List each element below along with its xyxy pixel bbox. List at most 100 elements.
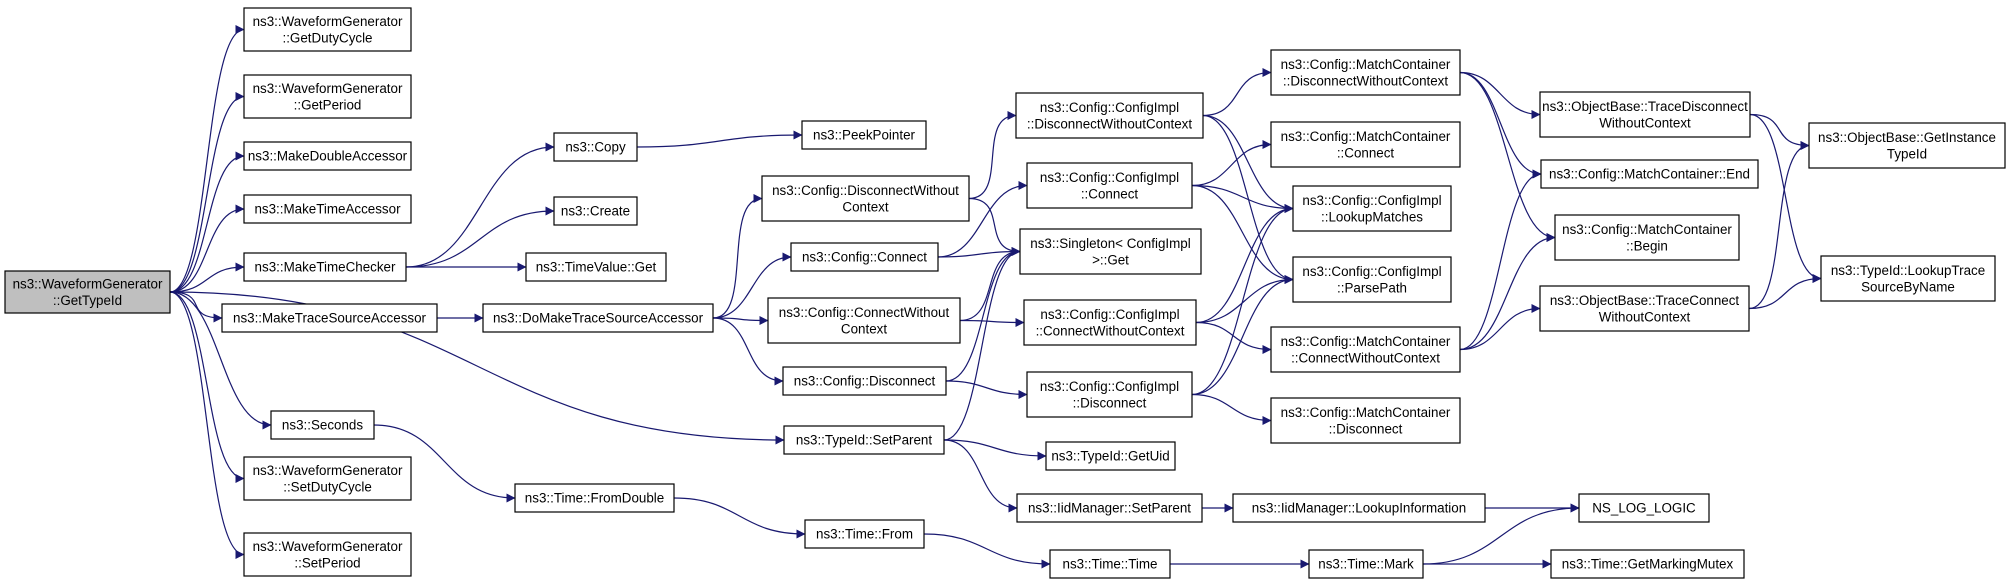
node-cfgdisconnectwoc[interactable]: ns3::Config::DisconnectWithoutContext	[761, 175, 970, 222]
node-label: ns3::WaveformGenerator	[13, 276, 163, 291]
node-maketracesourceaccessor[interactable]: ns3::MakeTraceSourceAccessor	[221, 303, 438, 333]
node-typeidgetuid[interactable]: ns3::TypeId::GetUid	[1045, 441, 1176, 471]
node-box	[243, 532, 412, 577]
node-box	[243, 194, 412, 224]
node-box	[790, 242, 939, 272]
node-singletonget[interactable]: ns3::Singleton< ConfigImpl >::Get	[1019, 228, 1202, 275]
node-label: ns3::PeekPointer	[813, 128, 916, 143]
node-label: ns3::Config::MatchContainer	[1281, 334, 1451, 349]
node-label: ::Disconnect	[1329, 421, 1403, 436]
edge-typeidsetparent-to-singletonget	[943, 247, 1021, 441]
node-mcDisconnectWoc[interactable]: ns3::Config::MatchContainer::DisconnectW…	[1270, 49, 1461, 96]
node-label: ns3::Config::ConfigImpl	[1302, 264, 1441, 279]
node-iidsetparent[interactable]: ns3::IidManager::SetParent	[1016, 493, 1203, 523]
node-label: ::Connect	[1081, 186, 1139, 201]
node-label: ns3::Config::ConfigImpl	[1040, 100, 1179, 115]
edge-implDisconnect-to-lookupmatches	[1191, 204, 1294, 396]
node-box	[1539, 285, 1750, 332]
edge-mcConnectWoc-to-obTraceConnectWoc	[1459, 304, 1541, 351]
node-parsepath[interactable]: ns3::Config::ConfigImpl::ParsePath	[1292, 256, 1452, 303]
edge-implDisconnectWoc-to-lookupmatches	[1202, 114, 1294, 213]
node-setdutycycle[interactable]: ns3::WaveformGenerator::SetDutyCycle	[243, 456, 412, 501]
node-label: NS_LOG_LOGIC	[1592, 501, 1696, 516]
node-maketimechecker[interactable]: ns3::MakeTimeChecker	[243, 252, 407, 282]
node-box	[782, 366, 947, 396]
node-box	[553, 132, 638, 162]
node-obTraceConnectWoc[interactable]: ns3::ObjectBase::TraceConnectWithoutCont…	[1539, 285, 1750, 332]
node-label: ns3::WaveformGenerator	[253, 463, 403, 478]
node-box	[1270, 326, 1461, 373]
node-label: ns3::Time::From	[816, 527, 913, 542]
node-cfgdisconnect[interactable]: ns3::Config::Disconnect	[782, 366, 947, 396]
node-iidlookupinfo[interactable]: ns3::IidManager::LookupInformation	[1232, 493, 1486, 523]
node-cfgconnectwoc[interactable]: ns3::Config::ConnectWithoutContext	[767, 297, 961, 344]
node-mcEnd[interactable]: ns3::Config::MatchContainer::End	[1540, 159, 1759, 189]
node-nsloglogic[interactable]: NS_LOG_LOGIC	[1578, 493, 1710, 523]
node-create[interactable]: ns3::Create	[553, 196, 638, 226]
node-typeidsetparent[interactable]: ns3::TypeId::SetParent	[783, 425, 945, 455]
node-label: ns3::MakeTimeChecker	[255, 260, 396, 275]
node-box	[1232, 493, 1486, 523]
edge-implConnectWoc-to-mcConnectWoc	[1195, 321, 1272, 354]
node-root[interactable]: ns3::WaveformGenerator::GetTypeId	[4, 270, 171, 314]
edge-implDisconnect-to-mcDisconnect	[1191, 393, 1272, 425]
node-implConnectWoc[interactable]: ns3::Config::ConfigImpl::ConnectWithoutC…	[1023, 299, 1197, 346]
edge-cfgdisconnect-to-implDisconnect	[945, 380, 1028, 399]
node-domaketrace[interactable]: ns3::DoMakeTraceSourceAccessor	[482, 303, 714, 333]
node-implDisconnectWoc[interactable]: ns3::Config::ConfigImpl::DisconnectWitho…	[1015, 92, 1204, 139]
node-obTraceDisconnectWoc[interactable]: ns3::ObjectBase::TraceDisconnectWithoutC…	[1539, 91, 1751, 138]
node-label: Context	[841, 321, 887, 336]
edge-obTraceDisconnectWoc-to-lookuptracesource	[1749, 113, 1822, 283]
node-mcDisconnect[interactable]: ns3::Config::MatchContainer::Disconnect	[1270, 397, 1461, 444]
node-maketimeaccessor[interactable]: ns3::MakeTimeAccessor	[243, 194, 412, 224]
edge-root-to-seconds	[169, 291, 272, 430]
edge-root-to-typeidsetparent	[169, 291, 785, 445]
node-seconds[interactable]: ns3::Seconds	[270, 410, 375, 440]
node-peekpointer[interactable]: ns3::PeekPointer	[801, 120, 927, 150]
node-implConnect[interactable]: ns3::Config::ConfigImpl::Connect	[1026, 162, 1193, 209]
node-box	[221, 303, 438, 333]
node-makedoubleaccessor[interactable]: ns3::MakeDoubleAccessor	[243, 141, 412, 171]
node-timefrom[interactable]: ns3::Time::From	[804, 519, 925, 549]
node-label: ns3::Time::Time	[1063, 557, 1158, 572]
edge-timemark-to-nsloglogic	[1422, 503, 1580, 565]
edge-root-to-maketimeaccessor	[169, 204, 245, 293]
call-edges	[169, 25, 1822, 569]
node-label: ns3::IidManager::LookupInformation	[1252, 501, 1466, 516]
node-box	[1292, 256, 1452, 303]
node-timetime[interactable]: ns3::Time::Time	[1049, 549, 1171, 579]
node-box	[1292, 185, 1452, 232]
edge-mcDisconnectWoc-to-mcEnd	[1459, 71, 1542, 179]
node-box	[1270, 121, 1461, 168]
node-label: Context	[842, 199, 888, 214]
node-mcConnectWoc[interactable]: ns3::Config::MatchContainer::ConnectWith…	[1270, 326, 1461, 373]
node-implDisconnect[interactable]: ns3::Config::ConfigImpl::Disconnect	[1026, 371, 1193, 418]
node-box	[514, 483, 675, 513]
edge-obTraceConnectWoc-to-lookuptracesource	[1748, 274, 1822, 310]
node-copy[interactable]: ns3::Copy	[553, 132, 638, 162]
edge-root-to-setdutycycle	[169, 291, 245, 483]
node-label: ns3::Config::MatchContainer	[1281, 129, 1451, 144]
node-mcConnect[interactable]: ns3::Config::MatchContainer::Connect	[1270, 121, 1461, 168]
node-box	[1540, 159, 1759, 189]
node-label: ns3::Singleton< ConfigImpl	[1030, 236, 1190, 251]
node-fromdouble[interactable]: ns3::Time::FromDouble	[514, 483, 675, 513]
node-label: ns3::ObjectBase::TraceDisconnect	[1542, 99, 1748, 114]
node-setperiod[interactable]: ns3::WaveformGenerator::SetPeriod	[243, 532, 412, 577]
edge-implConnect-to-mcConnect	[1191, 140, 1272, 187]
node-box	[1019, 228, 1202, 275]
node-box	[767, 297, 961, 344]
node-lookupmatches[interactable]: ns3::Config::ConfigImpl::LookupMatches	[1292, 185, 1452, 232]
node-box	[1026, 162, 1193, 209]
node-getperiod[interactable]: ns3::WaveformGenerator::GetPeriod	[243, 74, 412, 119]
node-getmarkingmutex[interactable]: ns3::Time::GetMarkingMutex	[1550, 549, 1745, 579]
node-label: ns3::TypeId::SetParent	[796, 433, 933, 448]
node-timemark[interactable]: ns3::Time::Mark	[1308, 549, 1424, 579]
node-timevalueget[interactable]: ns3::TimeValue::Get	[525, 252, 667, 282]
node-getdutycycle[interactable]: ns3::WaveformGenerator::GetDutyCycle	[243, 7, 412, 52]
node-cfgconnect[interactable]: ns3::Config::Connect	[790, 242, 939, 272]
node-mcBegin[interactable]: ns3::Config::MatchContainer::Begin	[1554, 214, 1740, 261]
